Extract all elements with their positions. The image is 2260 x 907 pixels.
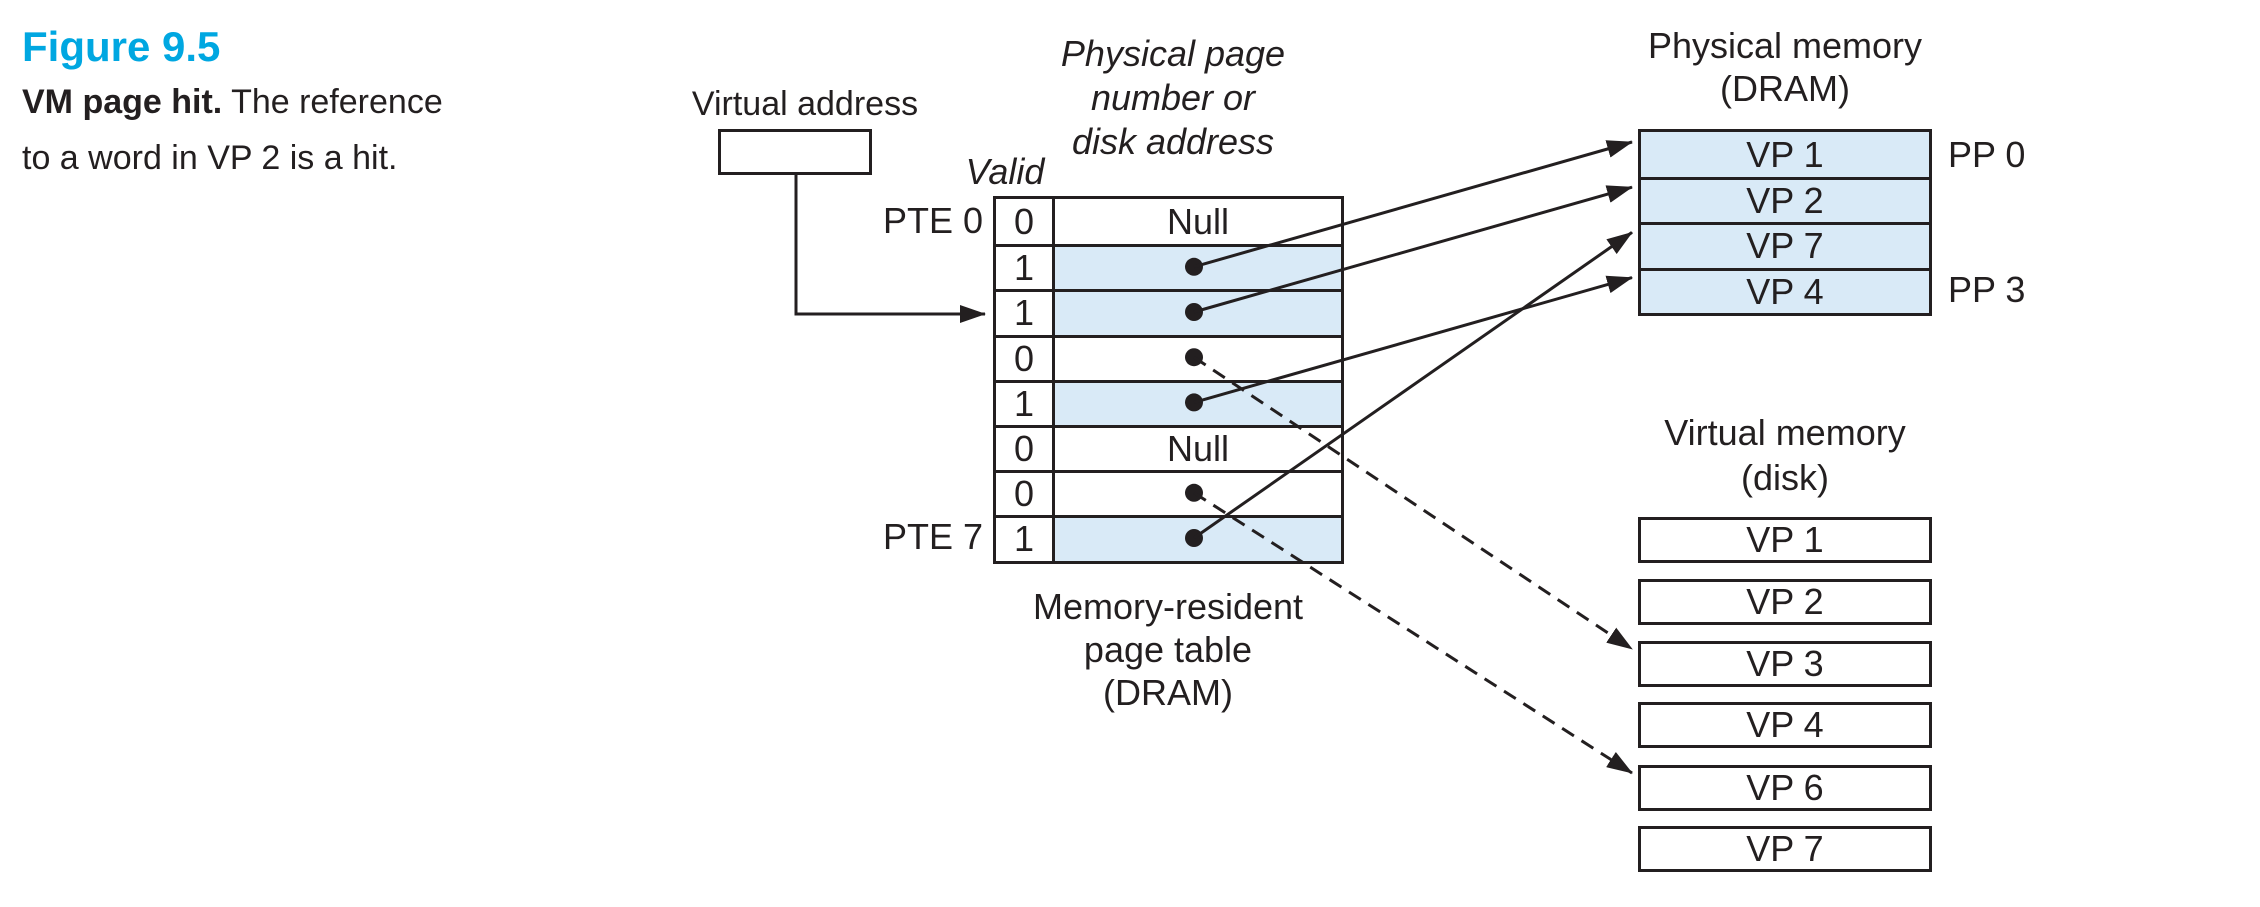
pte-valid-cell: 0 <box>996 473 1055 516</box>
pte-row-7: 1 <box>996 515 1341 561</box>
pte-row-3: 0 <box>996 334 1341 380</box>
pte-valid-cell: 0 <box>996 337 1055 380</box>
footer-line-2: page table <box>1083 629 1253 670</box>
pte-data-cell <box>1055 247 1341 290</box>
pp-label-pp-0: PP 0 <box>1948 133 2026 175</box>
disk-page-row-3: VP 4 <box>1638 702 1932 748</box>
caption-bold-title: VM page hit. <box>22 83 223 121</box>
disk-page-row-1: VP 2 <box>1638 579 1932 625</box>
pte-data-cell <box>1055 382 1341 425</box>
figure-number-label: Figure 9.5 <box>22 23 221 70</box>
ppn-header-line-1: Physical page <box>1060 33 1286 74</box>
disk-page-row-0: VP 1 <box>1638 517 1932 563</box>
ppn-disk-address-header: Physical page number or disk address <box>1023 32 1323 164</box>
caption-text-rest: The reference <box>222 83 443 121</box>
physical-memory-title-line-2: (DRAM) <box>1720 68 1850 109</box>
pte-valid-cell: 0 <box>996 199 1055 245</box>
pte-data-cell <box>1055 518 1341 561</box>
physical-page-row-2: VP 7 <box>1641 222 1929 268</box>
valid-column-label: Valid <box>965 151 1045 192</box>
pte-data-cell: Null <box>1166 200 1229 242</box>
footer-line-3: (DRAM) <box>1103 672 1233 713</box>
virtual-address-box <box>718 129 872 175</box>
disk-page-row-2: VP 3 <box>1638 641 1932 687</box>
pp-label-pp-3: PP 3 <box>1948 269 2026 311</box>
disk-page-row-5: VP 7 <box>1638 826 1932 872</box>
pte-row-6: 0 <box>996 470 1341 516</box>
virtual-memory-title-line-2: (disk) <box>1741 457 1829 498</box>
page-table-footer-label: Memory-resident page table (DRAM) <box>1018 585 1318 714</box>
pte-0-label: PTE 0 <box>882 200 983 241</box>
virtual-address-arrow <box>794 175 986 323</box>
physical-page-row-0: VP 1 <box>1641 132 1929 178</box>
physical-page-row-3: VP 4 <box>1641 267 1929 313</box>
ppn-header-line-2: number or <box>1090 77 1256 118</box>
disk-page-row-4: VP 6 <box>1638 765 1932 811</box>
pte-valid-cell: 0 <box>996 427 1055 471</box>
virtual-memory-title: Virtual memory (disk) <box>1638 410 1932 500</box>
pte-valid-cell: 1 <box>996 292 1055 335</box>
pte-row-4: 1 <box>996 379 1341 425</box>
caption-line-1: VM page hit. The reference <box>22 82 443 122</box>
pte-row-0: 0 Null <box>996 199 1341 245</box>
pte-data-cell: Null <box>1166 428 1229 470</box>
caption-line-2: to a word in VP 2 is a hit. <box>22 139 398 177</box>
pte-data-cell <box>1055 292 1341 335</box>
pte-row-5: 0 Null <box>996 424 1341 471</box>
pte-data-cell <box>1055 338 1341 380</box>
pte-valid-cell: 1 <box>996 518 1055 561</box>
pte-valid-cell: 1 <box>996 247 1055 290</box>
physical-memory-title-line-1: Physical memory <box>1647 25 1923 66</box>
physical-memory-title: Physical memory (DRAM) <box>1638 24 1932 110</box>
physical-page-row-1: VP 2 <box>1641 177 1929 223</box>
pte-row-1: 1 <box>996 244 1341 290</box>
pte-7-label: PTE 7 <box>882 516 983 557</box>
pte-valid-cell: 1 <box>996 382 1055 425</box>
pte-row-2: 1 <box>996 289 1341 335</box>
footer-line-1: Memory-resident <box>1032 586 1304 627</box>
virtual-memory-title-line-1: Virtual memory <box>1664 412 1906 453</box>
virtual-address-label: Virtual address <box>691 85 919 123</box>
pte-data-cell <box>1055 473 1341 515</box>
